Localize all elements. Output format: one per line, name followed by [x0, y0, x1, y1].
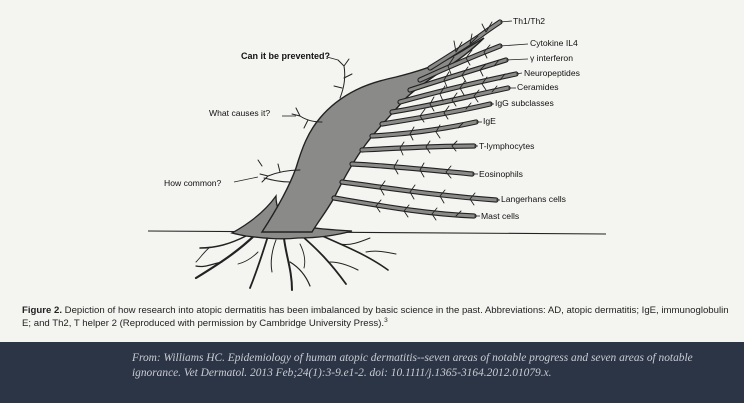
- label-how-common: How common?: [164, 178, 222, 188]
- leader-lines: [472, 20, 529, 217]
- branches: [331, 19, 519, 219]
- label-gamma-interferon: γ interferon: [530, 53, 573, 63]
- figure-label: Figure 2.: [22, 305, 62, 316]
- trunk-base: [230, 193, 353, 240]
- label-ige: IgE: [483, 116, 496, 126]
- label-cytokine-il4: Cytokine IL4: [530, 38, 578, 48]
- label-mast-cells: Mast cells: [481, 211, 519, 221]
- label-t-lymphocytes: T-lymphocytes: [479, 141, 534, 151]
- label-eosinophils: Eosinophils: [479, 169, 523, 179]
- label-langerhans-cells: Langerhans cells: [501, 194, 566, 204]
- label-what-causes-it: What causes it?: [209, 108, 270, 118]
- twigs: [375, 21, 506, 221]
- citation-text: From: Williams HC. Epidemiology of human…: [132, 352, 693, 379]
- label-igg-subclasses: IgG subclasses: [495, 98, 554, 108]
- label-ceramides: Ceramides: [517, 82, 559, 92]
- research-tree-diagram: Can it be prevented? What causes it? How…: [147, 16, 607, 291]
- caption-reference: 3: [384, 316, 388, 324]
- question-leaders: [233, 56, 339, 183]
- roots: [194, 230, 397, 291]
- label-neuropeptides: Neuropeptides: [524, 68, 580, 78]
- caption-text: Depiction of how research into atopic de…: [22, 305, 729, 329]
- label-th1-th2: Th1/Th2: [513, 16, 545, 26]
- label-can-it-be-prevented: Can it be prevented?: [241, 51, 330, 61]
- figure-panel: Can it be prevented? What causes it? How…: [0, 0, 744, 342]
- figure-caption: Figure 2. Depiction of how research into…: [22, 304, 732, 330]
- question-branches: [257, 58, 353, 183]
- ground-line: [147, 230, 607, 235]
